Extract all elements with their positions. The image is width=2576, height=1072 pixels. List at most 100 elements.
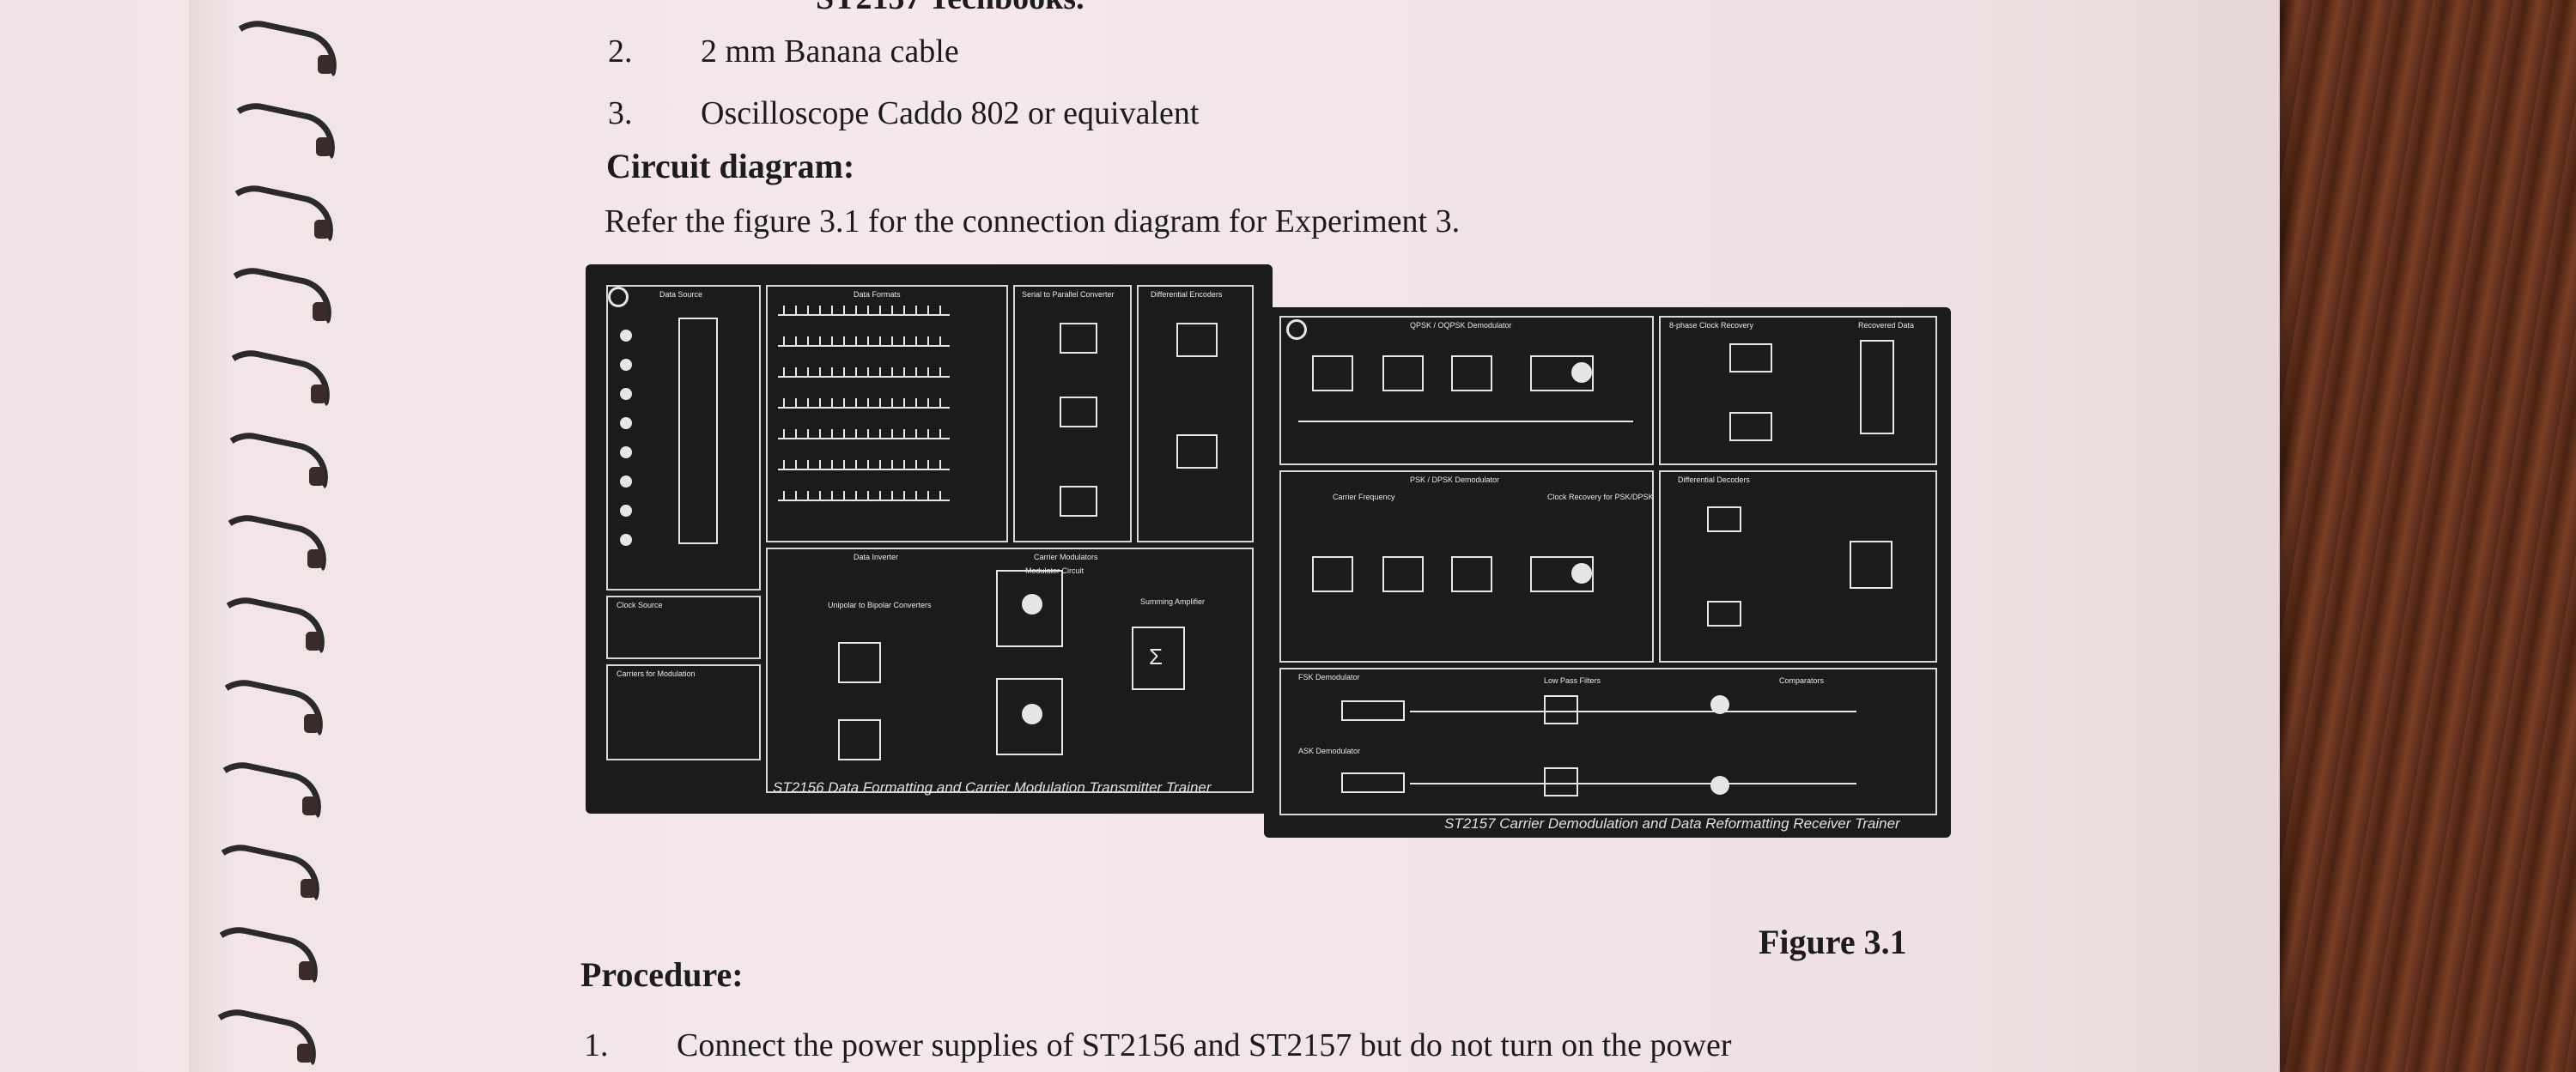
data-formats-section: Data Formats	[766, 285, 1008, 542]
clock-recovery-section: 8-phase Clock Recovery Recovered Data	[1659, 316, 1937, 465]
procedure-step-1: 1.Connect the power supplies of ST2156 a…	[584, 1027, 1732, 1064]
section-title: Differential Decoders	[1678, 475, 1750, 484]
binding-hole	[304, 714, 319, 733]
differential-encoder-block	[1176, 434, 1218, 469]
waveform	[778, 336, 950, 347]
detector-block	[1341, 772, 1405, 793]
binding-hole	[313, 302, 328, 321]
circuit-diagram-heading: Circuit diagram:	[606, 147, 855, 185]
pll-block	[1382, 556, 1424, 592]
section-title: Serial to Parallel Converter	[1022, 290, 1115, 299]
binding-hole	[311, 385, 326, 403]
list-item-2: 2.2 mm Banana cable	[608, 33, 959, 70]
refer-paragraph: Refer the figure 3.1 for the connection …	[605, 203, 1461, 239]
threshold-knob	[1710, 695, 1729, 714]
section-title: QPSK / OQPSK Demodulator	[1410, 321, 1512, 330]
power-icon	[608, 287, 629, 307]
section-title: Carrier Modulators	[1034, 553, 1098, 561]
psk-demodulator-section: PSK / DPSK Demodulator Carrier Frequency…	[1279, 470, 1654, 663]
switch-icon	[620, 417, 632, 429]
latch-block	[1060, 397, 1097, 427]
phase-knob	[1571, 362, 1592, 383]
modulator-block	[996, 570, 1063, 647]
phase-adjust-block	[1530, 355, 1594, 391]
differential-decoders-section: Differential Decoders	[1659, 470, 1937, 663]
power-icon	[1286, 319, 1307, 340]
switch-icon	[620, 446, 632, 458]
signal-line	[1410, 783, 1856, 784]
delay-block	[1707, 506, 1741, 532]
waveform	[778, 460, 950, 470]
switch-icon	[620, 388, 632, 400]
carriers-section: Carriers for Modulation	[606, 664, 761, 760]
section-title: Summing Amplifier	[1140, 597, 1206, 606]
demod-block	[1312, 355, 1353, 391]
signal-line	[1410, 711, 1856, 712]
divider-block	[1451, 556, 1492, 592]
binding-hole	[309, 467, 325, 486]
low-pass-filter-block	[1544, 767, 1578, 796]
fsk-ask-section: FSK Demodulator ASK Demodulator Low Pass…	[1279, 668, 1937, 815]
st2157-caption: ST2157 Carrier Demodulation and Data Ref…	[1444, 815, 1900, 832]
clock-source-section: Clock Source	[606, 596, 761, 659]
data-source-section: Data Source	[606, 285, 761, 591]
st2157-panel: QPSK / OQPSK Demodulator 8-phase Clock R…	[1264, 307, 1951, 838]
waveform	[778, 429, 950, 439]
st2156-caption: ST2156 Data Formatting and Carrier Modul…	[773, 779, 1212, 796]
differential-encoder-block	[1176, 323, 1218, 357]
section-title: PSK / DPSK Demodulator	[1410, 475, 1500, 484]
section-title: ASK Demodulator	[1298, 747, 1361, 755]
switch-icon	[620, 505, 632, 517]
pll-block	[1729, 343, 1772, 372]
decode-block	[1729, 412, 1772, 441]
modulator-block	[996, 678, 1063, 755]
gain-knob	[1022, 594, 1042, 615]
serial-to-parallel-section: Serial to Parallel Converter	[1013, 285, 1132, 542]
phase-knob	[1571, 563, 1592, 584]
delay-block	[1707, 601, 1741, 627]
switch-icon	[620, 534, 632, 546]
section-title: Data Source	[659, 290, 703, 299]
bit-splitter-block	[1060, 323, 1097, 354]
waveform	[778, 398, 950, 409]
summing-amplifier-block: Σ	[1132, 627, 1185, 690]
gain-knob	[1022, 704, 1042, 724]
section-title: Clock Recovery for PSK/DPSK	[1547, 493, 1654, 501]
desk-background	[2233, 0, 2576, 1072]
phase-adjust-block	[1530, 556, 1594, 592]
bit-decoder-block	[1850, 541, 1893, 589]
step-number: 1.	[584, 1027, 609, 1063]
section-title: 8-phase Clock Recovery	[1669, 321, 1754, 330]
section-title: Clock Source	[617, 601, 663, 609]
section-title: Data Formats	[854, 290, 901, 299]
switch-icon	[620, 359, 632, 371]
section-title: Differential Encoders	[1151, 290, 1223, 299]
divider-block	[1451, 355, 1492, 391]
section-title: Unipolar to Bipolar Converters	[828, 601, 932, 609]
figure-caption: Figure 3.1	[1759, 923, 1907, 961]
section-title: Data Inverter	[854, 553, 899, 561]
qpsk-demodulator-section: QPSK / OQPSK Demodulator	[1279, 316, 1654, 465]
detector-block	[1341, 700, 1405, 721]
binding-hole	[297, 1044, 313, 1063]
binding-hole	[307, 549, 323, 568]
binding-hole	[318, 55, 333, 74]
st2156-panel: Data Source Data Formats	[586, 264, 1273, 814]
section-title: Low Pass Filters	[1544, 676, 1601, 685]
binding-hole	[306, 632, 321, 651]
section-title: Comparators	[1779, 676, 1825, 685]
list-text: Oscilloscope Caddo 802 or equivalent	[701, 95, 1200, 131]
spiral-binding	[189, 0, 240, 1072]
switch-icon	[620, 475, 632, 488]
binding-hole	[316, 137, 331, 156]
waveform	[778, 367, 950, 378]
binding-hole	[302, 796, 318, 815]
book-page: ST2157 Techbooks. 2.2 mm Banana cable 3.…	[0, 0, 2280, 1072]
modulation-section: Data Inverter Unipolar to Bipolar Conver…	[766, 548, 1254, 793]
signal-line	[1298, 421, 1633, 422]
list-number: 3.	[608, 95, 633, 131]
list-item-3: 3. Oscilloscope Caddo 802 or equivalent	[608, 94, 1199, 132]
pll-block	[1382, 355, 1424, 391]
count-block	[1060, 486, 1097, 517]
low-pass-filter-block	[1544, 695, 1578, 724]
